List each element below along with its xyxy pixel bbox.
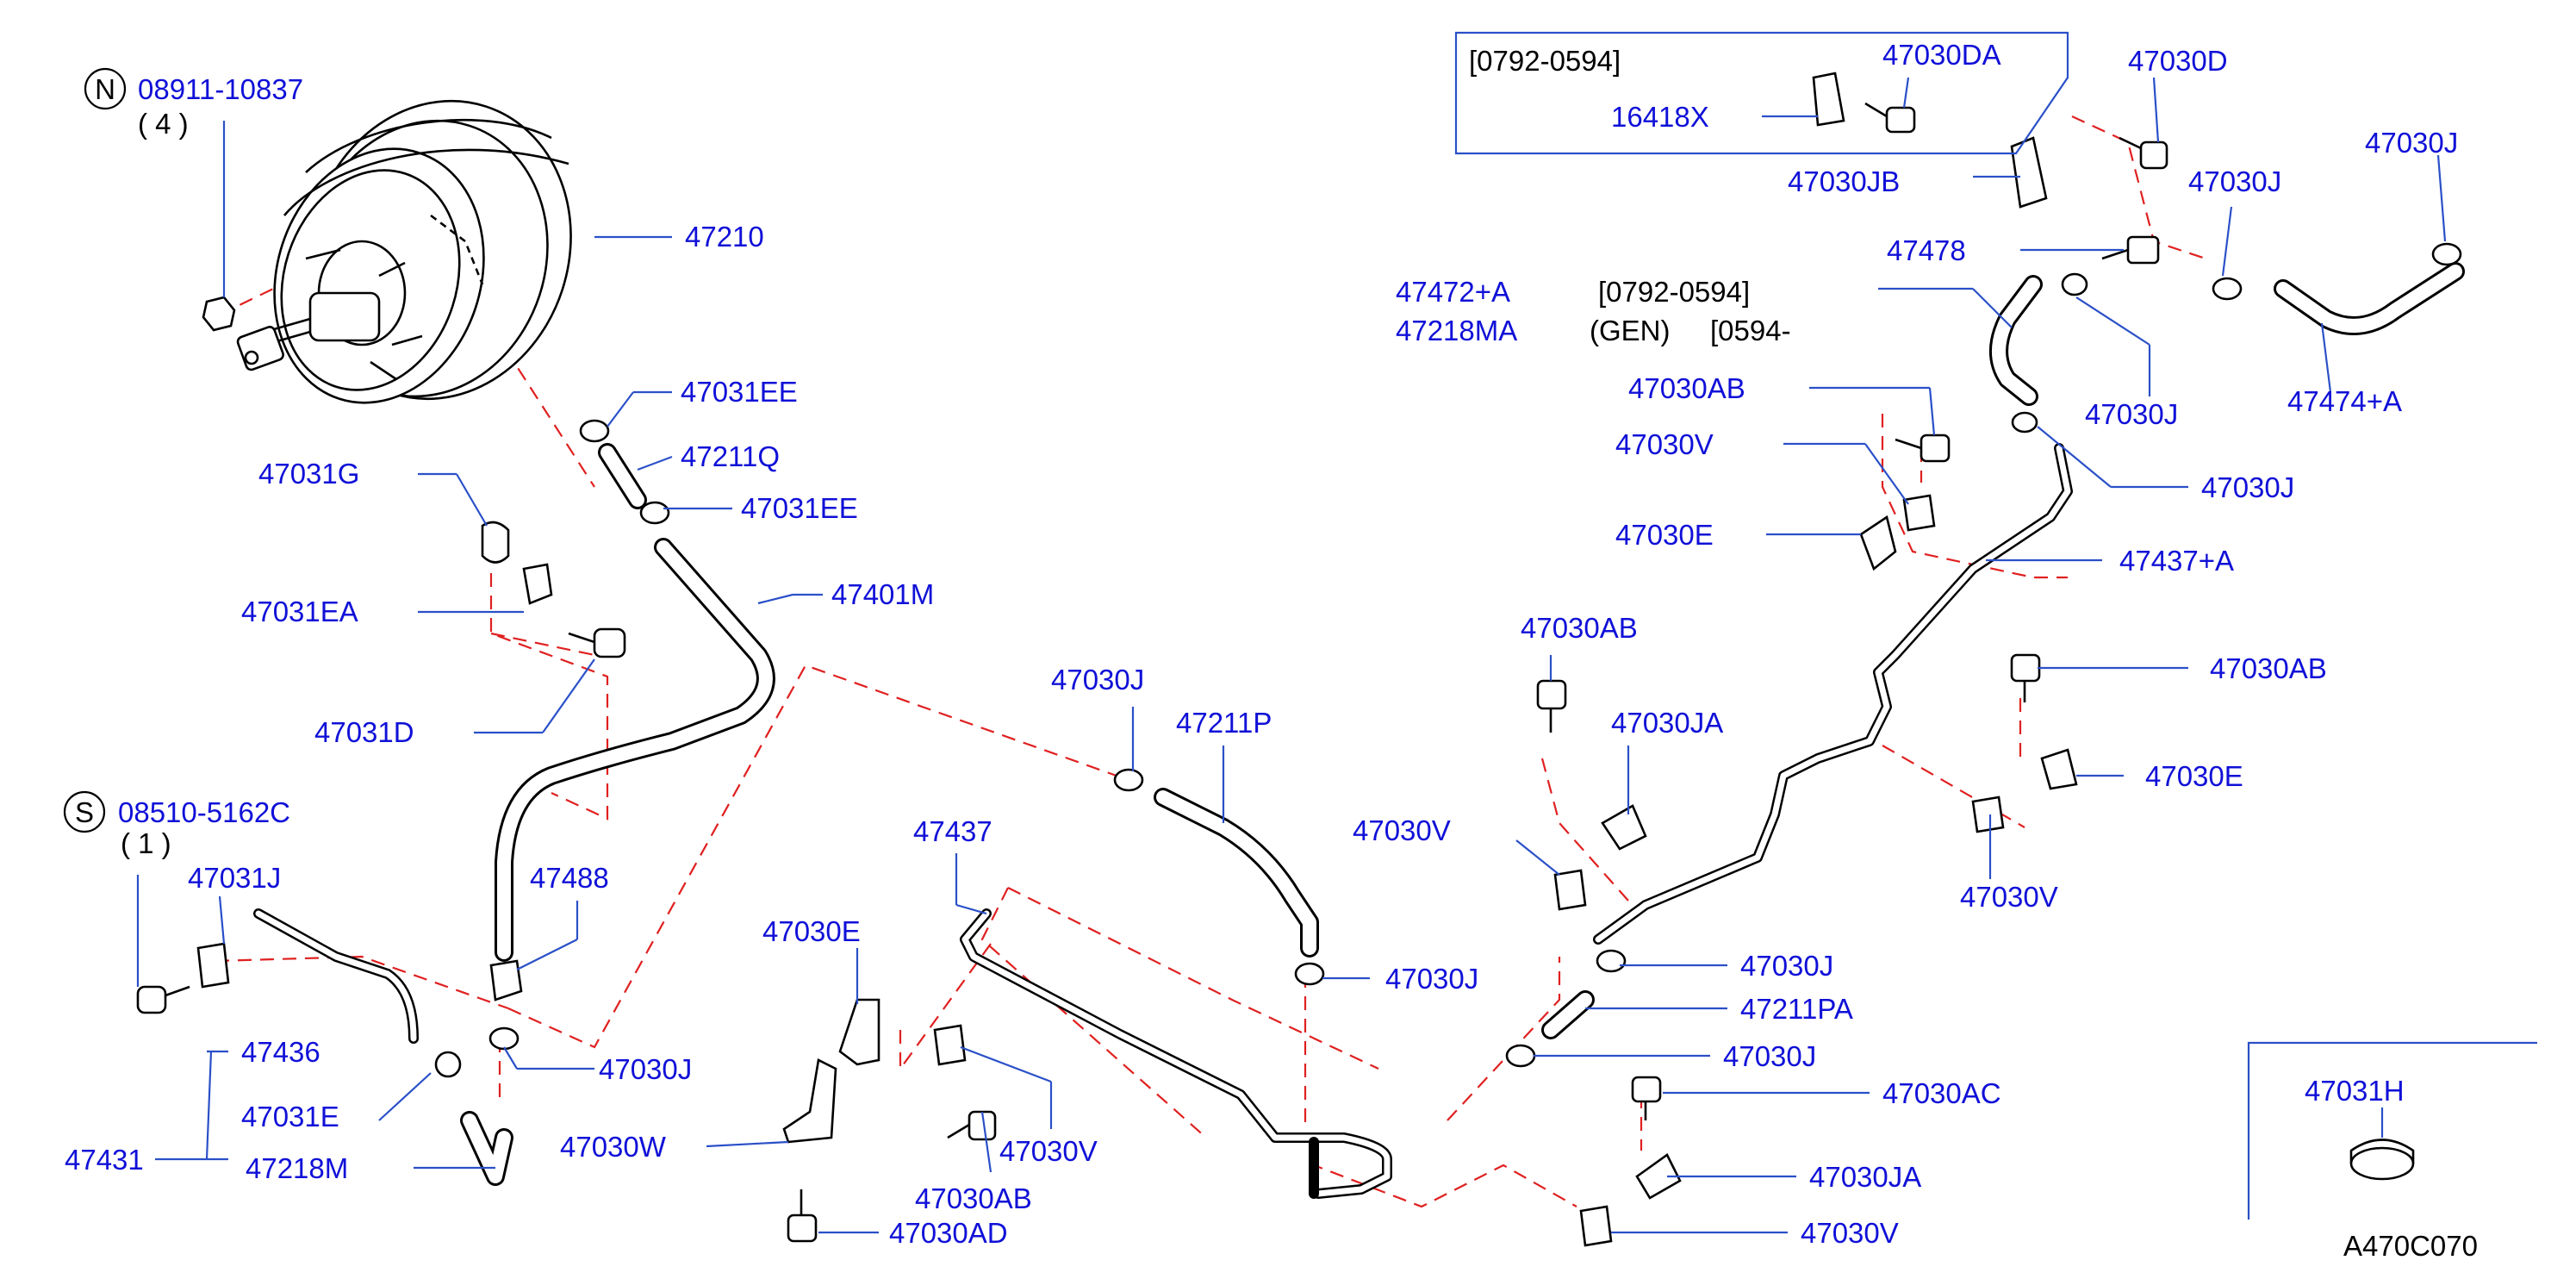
label-08911-10837: 08911-10837 <box>138 73 303 105</box>
label-47030j-h: 47030J <box>2188 165 2281 197</box>
label-47030d: 47030D <box>2128 45 2228 77</box>
label-47030ab-a: 47030AB <box>915 1182 1032 1214</box>
label-47030j-g: 47030J <box>2085 398 2178 430</box>
label-47401m: 47401M <box>831 578 934 610</box>
label-47031ee-b: 47031EE <box>741 492 858 524</box>
label-47030v-d: 47030V <box>1960 881 2058 913</box>
label-qty-4: ( 4 ) <box>138 108 189 140</box>
label-47030v-b: 47030V <box>1353 814 1451 846</box>
label-47211p: 47211P <box>1176 707 1272 739</box>
label-47030ja-a: 47030JA <box>1611 707 1723 739</box>
part-labels: 08911-10837 ( 4 ) 08510-5162C ( 1 ) 4721… <box>65 39 2478 1262</box>
label-47436: 47436 <box>241 1036 320 1068</box>
label-47030ac: 47030AC <box>1882 1077 2001 1109</box>
label-47031ee-a: 47031EE <box>681 376 798 408</box>
label-47031ea: 47031EA <box>241 596 358 627</box>
label-47030j-i: 47030J <box>2365 127 2458 159</box>
note-range-from: [0594- <box>1710 315 1791 346</box>
note-gen: (GEN) <box>1590 315 1671 346</box>
label-47030ab-d: 47030AB <box>1628 372 1745 404</box>
label-47030j-b: 47030J <box>1051 664 1144 696</box>
label-47030j-e: 47030J <box>1723 1040 1816 1072</box>
label-47474a: 47474+A <box>2287 385 2402 417</box>
label-47030jb: 47030JB <box>1788 165 1900 197</box>
dashed-assembly-lines <box>215 115 2206 1208</box>
label-qty-1: ( 1 ) <box>121 827 171 859</box>
symbol-n-letter: N <box>95 73 115 105</box>
hoses-and-pipes <box>253 262 2465 1199</box>
label-47488: 47488 <box>530 862 609 894</box>
label-47478: 47478 <box>1887 234 1966 266</box>
label-47030j-a: 47030J <box>599 1053 692 1085</box>
label-47031h: 47031H <box>2305 1075 2405 1107</box>
label-47030w: 47030W <box>560 1131 667 1163</box>
label-47030v-a: 47030V <box>999 1135 1098 1167</box>
label-47030ja-b: 47030JA <box>1809 1161 1921 1193</box>
symbol-s-letter: S <box>75 796 94 828</box>
label-47030j-c: 47030J <box>1385 963 1478 995</box>
label-47031j: 47031J <box>188 862 281 894</box>
label-47218m: 47218M <box>246 1152 348 1184</box>
symbol-n: N <box>84 67 127 110</box>
label-47218ma: 47218MA <box>1396 315 1517 346</box>
label-47030j-d: 47030J <box>1740 950 1833 982</box>
label-47030v-c: 47030V <box>1801 1217 1899 1249</box>
brake-booster-47210 <box>236 99 572 404</box>
note-range-box: [0792-0594] <box>1469 45 1621 77</box>
diagram-id: A470C070 <box>2343 1230 2478 1262</box>
label-47211q: 47211Q <box>681 440 780 472</box>
leader-lines <box>136 31 2537 1234</box>
label-47210: 47210 <box>685 221 764 253</box>
label-47030v-e: 47030V <box>1615 428 1714 460</box>
symbol-s: S <box>63 790 106 833</box>
note-range-mid: [0792-0594] <box>1598 276 1750 308</box>
label-47030e-b: 47030E <box>2145 760 2243 792</box>
label-47030ab-b: 47030AB <box>1521 612 1638 644</box>
label-47030da: 47030DA <box>1882 39 2001 71</box>
label-47030j-f: 47030J <box>2201 471 2294 503</box>
label-47030e-c: 47030E <box>1615 519 1714 551</box>
label-47211pa: 47211PA <box>1740 993 1853 1025</box>
label-16418x: 16418X <box>1611 101 1709 133</box>
label-47031g: 47031G <box>258 458 359 490</box>
label-47030ab-c: 47030AB <box>2210 652 2327 684</box>
label-47031e: 47031E <box>241 1101 339 1132</box>
small-parts <box>136 72 2462 1247</box>
label-47031d: 47031D <box>314 716 414 748</box>
label-47437a: 47437+A <box>2119 545 2234 577</box>
label-47030ad: 47030AD <box>889 1217 1008 1249</box>
label-47431: 47431 <box>65 1144 144 1176</box>
label-08510-5162c: 08510-5162C <box>118 796 290 828</box>
label-47030e-a: 47030E <box>762 915 861 947</box>
label-47472a: 47472+A <box>1396 276 1510 308</box>
label-47437: 47437 <box>913 815 992 847</box>
